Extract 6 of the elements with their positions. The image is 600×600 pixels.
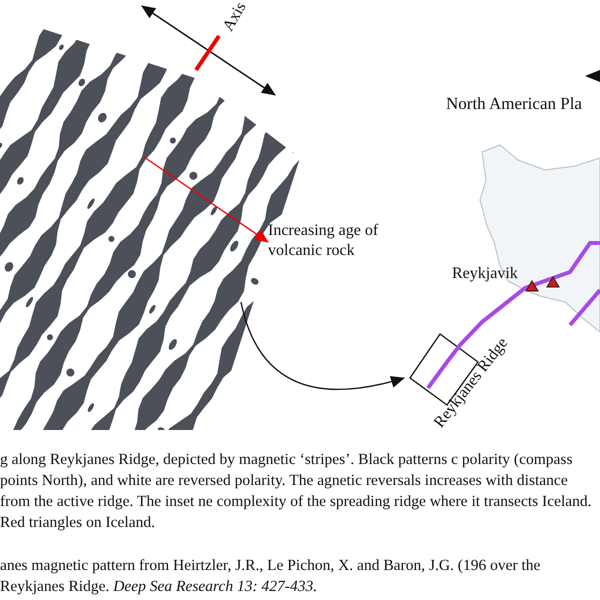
arrow bbox=[240, 302, 405, 390]
reference-text: anes magnetic pattern from Heirtzler, J.R., Le Pichon, X. and Baron, J.G. (196 over the Reykjanes Ridge. Deep Sea Research 13: 427-433. bbox=[0, 556, 542, 597]
city-label: Reykjavik bbox=[452, 264, 518, 284]
plate-label: North American Pla bbox=[446, 94, 582, 114]
caption: g along Reykjanes Ridge, depicted by magnetic ‘stripes’. Black patterns c polarity (compass points North), and white are reversed polarity. The agnetic reversals increases with distance from the active ridge. The inset ne complexity of the spreading ridge where it transects Iceland. Red triangles on Iceland. bbox=[0, 450, 593, 533]
age-label: Increasing age of volcanic rock bbox=[268, 221, 380, 261]
